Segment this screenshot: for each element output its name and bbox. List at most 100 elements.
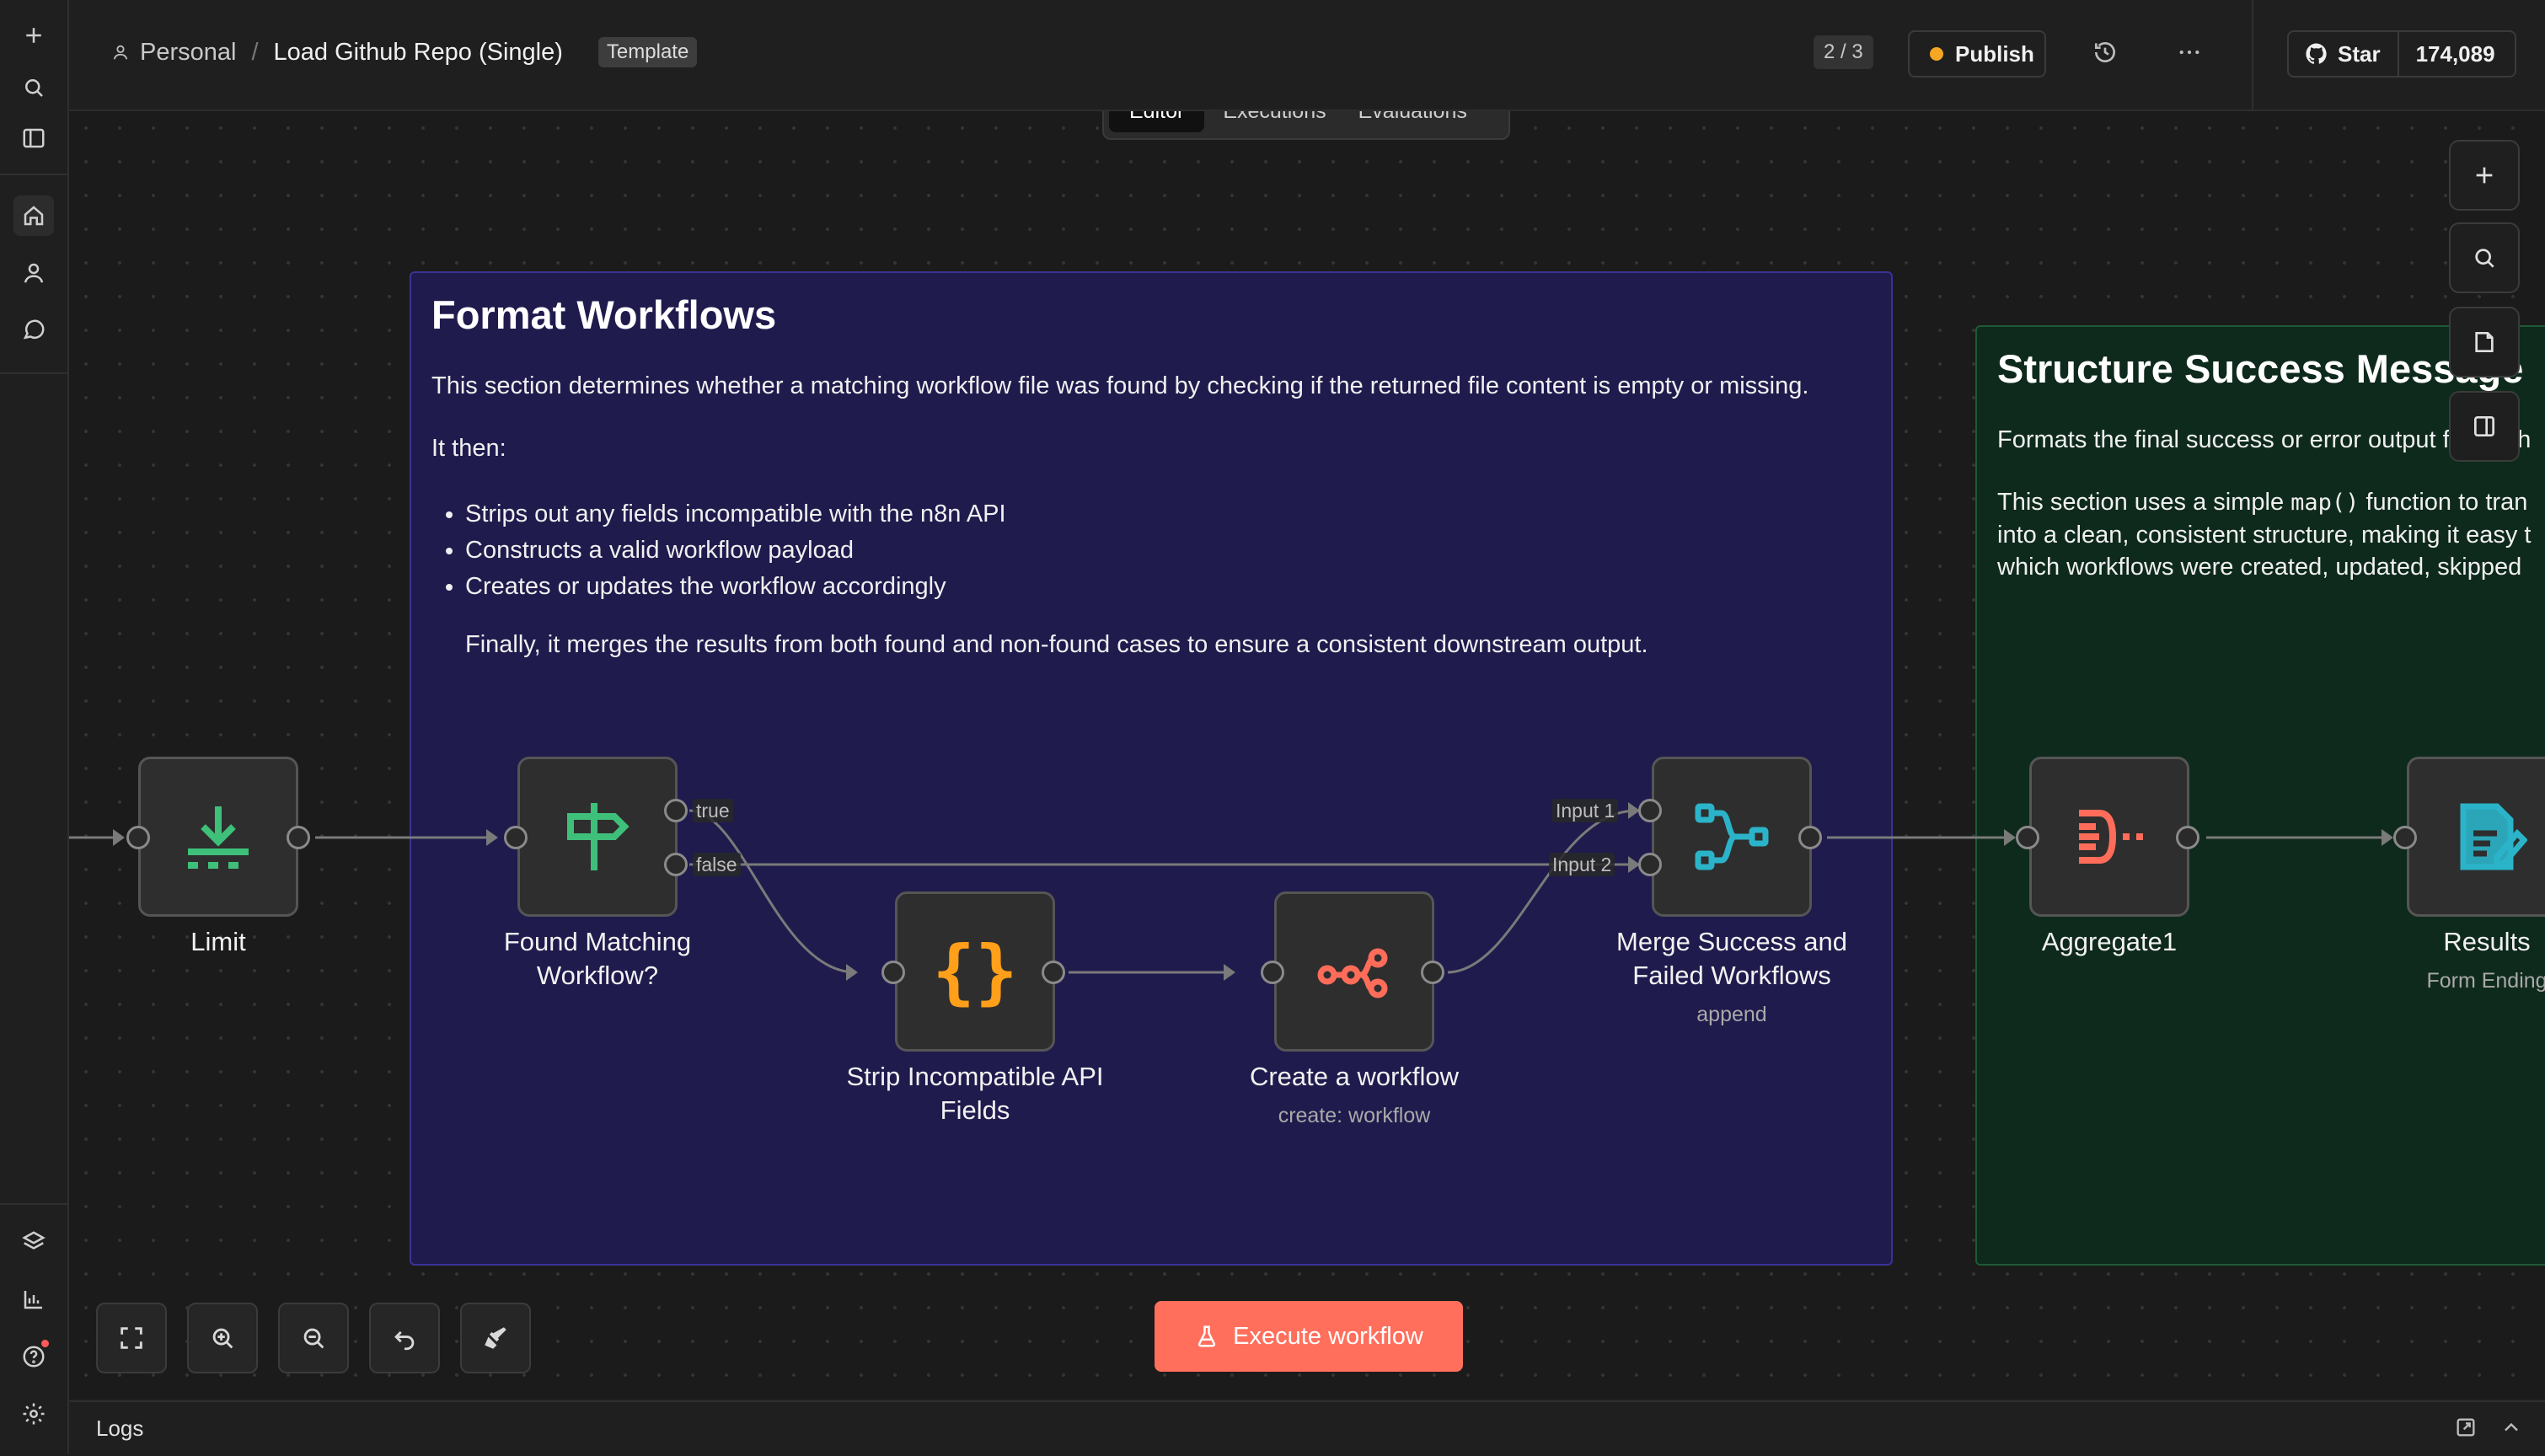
form-icon [2460,803,2527,870]
settings-icon[interactable] [13,1394,54,1434]
sticky-line: Formats the final success or error outpu… [1997,426,2532,453]
node-output-port[interactable] [2176,826,2199,849]
sticky-intro: This section determines whether a matchi… [431,372,1809,399]
port-label-true: true [693,799,733,822]
download-icon [188,806,249,869]
breadcrumb-separator: / [251,38,259,66]
zoom-in-icon [212,1328,233,1349]
github-star-count: 174,089 [2415,40,2495,67]
add-node-button[interactable] [2449,140,2520,211]
chat-icon[interactable] [13,310,54,351]
output-port-true[interactable] [664,799,688,822]
home-icon[interactable] [13,195,54,236]
node-input-port[interactable] [126,826,150,849]
sticky-text: This section uses a simple [1997,489,2291,516]
logs-label: Logs [96,1416,144,1441]
node-label: Aggregate1 [2041,927,2178,956]
node-input-port[interactable] [881,961,905,984]
add-sticky-button[interactable] [2449,307,2520,377]
node-merge[interactable] [1652,757,1812,917]
history-icon[interactable] [2092,39,2119,70]
node-create-workflow[interactable] [1274,891,1434,1052]
chevron-up-icon[interactable] [2499,1416,2523,1443]
popout-icon[interactable] [2454,1416,2478,1443]
node-label: Limit [190,927,246,956]
person-icon [111,43,130,62]
user-icon[interactable] [13,253,54,293]
insights-icon[interactable] [13,1279,54,1320]
version-counter[interactable]: 2 / 3 [1814,35,1873,69]
sticky-line: into a clean, consistent structure, maki… [1997,522,2532,549]
tidy-up-button[interactable] [460,1303,531,1373]
node-if-found-matching[interactable] [517,757,678,917]
sticky-bullet: Creates or updates the workflow accordin… [465,569,1871,605]
sticky-title: Structure Success Message [1997,346,2524,391]
execute-workflow-button[interactable]: Execute workflow [1155,1301,1463,1372]
sticky-text: function to tran [2359,489,2528,516]
workflow-canvas[interactable]: Format Workflows This section determines… [69,111,2545,1399]
publish-label: Publish [1955,40,2034,67]
code-braces-icon: {} [932,930,1018,1013]
tab-executions[interactable]: Executions [1209,111,1339,132]
sticky-then: It then: [431,435,506,462]
publish-button[interactable]: Publish [1908,30,2046,78]
node-results[interactable] [2407,757,2545,917]
templates-icon[interactable] [13,1222,54,1262]
logs-bar[interactable]: Logs [69,1400,2545,1456]
zoom-out-icon [303,1328,324,1349]
node-subtitle: Form Ending [2426,969,2545,993]
connections [69,802,2393,981]
github-star-label: Star [2338,40,2381,67]
sticky-bullet: Strips out any fields incompatible with … [465,496,1871,533]
input-port-1[interactable] [1638,799,1662,822]
notification-dot [41,1340,49,1347]
breadcrumb: Personal / Load Github Repo (Single) Tem… [111,37,698,67]
node-subtitle: create: workflow [1278,1104,1431,1127]
left-sidebar [0,0,69,1454]
node-strip-incompatible[interactable]: {} [895,891,1055,1052]
aggregate-icon [2079,810,2143,864]
node-input-port[interactable] [1261,961,1284,984]
sticky-bullets: Strips out any fields incompatible with … [431,496,1871,605]
node-output-port[interactable] [1421,961,1444,984]
node-input-port[interactable] [2016,826,2039,849]
panel-right-icon [2474,416,2494,436]
tab-editor[interactable]: Editor [1109,111,1205,132]
node-limit[interactable] [138,757,298,917]
node-output-port[interactable] [287,826,310,849]
workflow-name[interactable]: Load Github Repo (Single) [273,38,563,66]
search-nodes-button[interactable] [2449,222,2520,293]
node-label: Create a workflow [1249,1062,1460,1091]
github-star-button[interactable]: Star 174,089 [2287,30,2516,78]
zoom-out-button[interactable] [278,1303,349,1373]
undo-icon [394,1330,415,1351]
node-aggregate[interactable] [2029,757,2189,917]
top-bar: Personal / Load Github Repo (Single) Tem… [69,0,2545,111]
panel-toggle-icon[interactable] [13,118,54,158]
output-port-false[interactable] [664,853,688,876]
sticky-title: Format Workflows [431,292,777,337]
header-divider [2252,0,2253,110]
project-link[interactable]: Personal [140,38,237,66]
node-label-line: Strip Incompatible API [846,1062,1104,1091]
search-icon[interactable] [13,67,54,108]
fit-view-button[interactable] [96,1303,167,1373]
star-divider [2397,31,2399,77]
sticky-note-icon [2475,332,2494,352]
node-input-port[interactable] [2393,826,2417,849]
tab-evaluations[interactable]: Evaluations [1345,111,1481,132]
add-icon[interactable] [13,15,54,56]
node-label-line: Found Matching [503,927,692,956]
undo-button[interactable] [369,1303,440,1373]
node-label: Results [2443,927,2531,956]
help-icon[interactable] [13,1336,54,1377]
more-options-icon[interactable] [2176,39,2203,70]
merge-icon [1695,803,1769,870]
sticky-line: which workflows were created, updated, s… [1997,554,2522,581]
node-input-port[interactable] [504,826,528,849]
node-output-port[interactable] [1798,826,1822,849]
input-port-2[interactable] [1638,853,1662,876]
toggle-panel-button[interactable] [2449,391,2520,462]
zoom-in-button[interactable] [187,1303,258,1373]
node-output-port[interactable] [1042,961,1065,984]
